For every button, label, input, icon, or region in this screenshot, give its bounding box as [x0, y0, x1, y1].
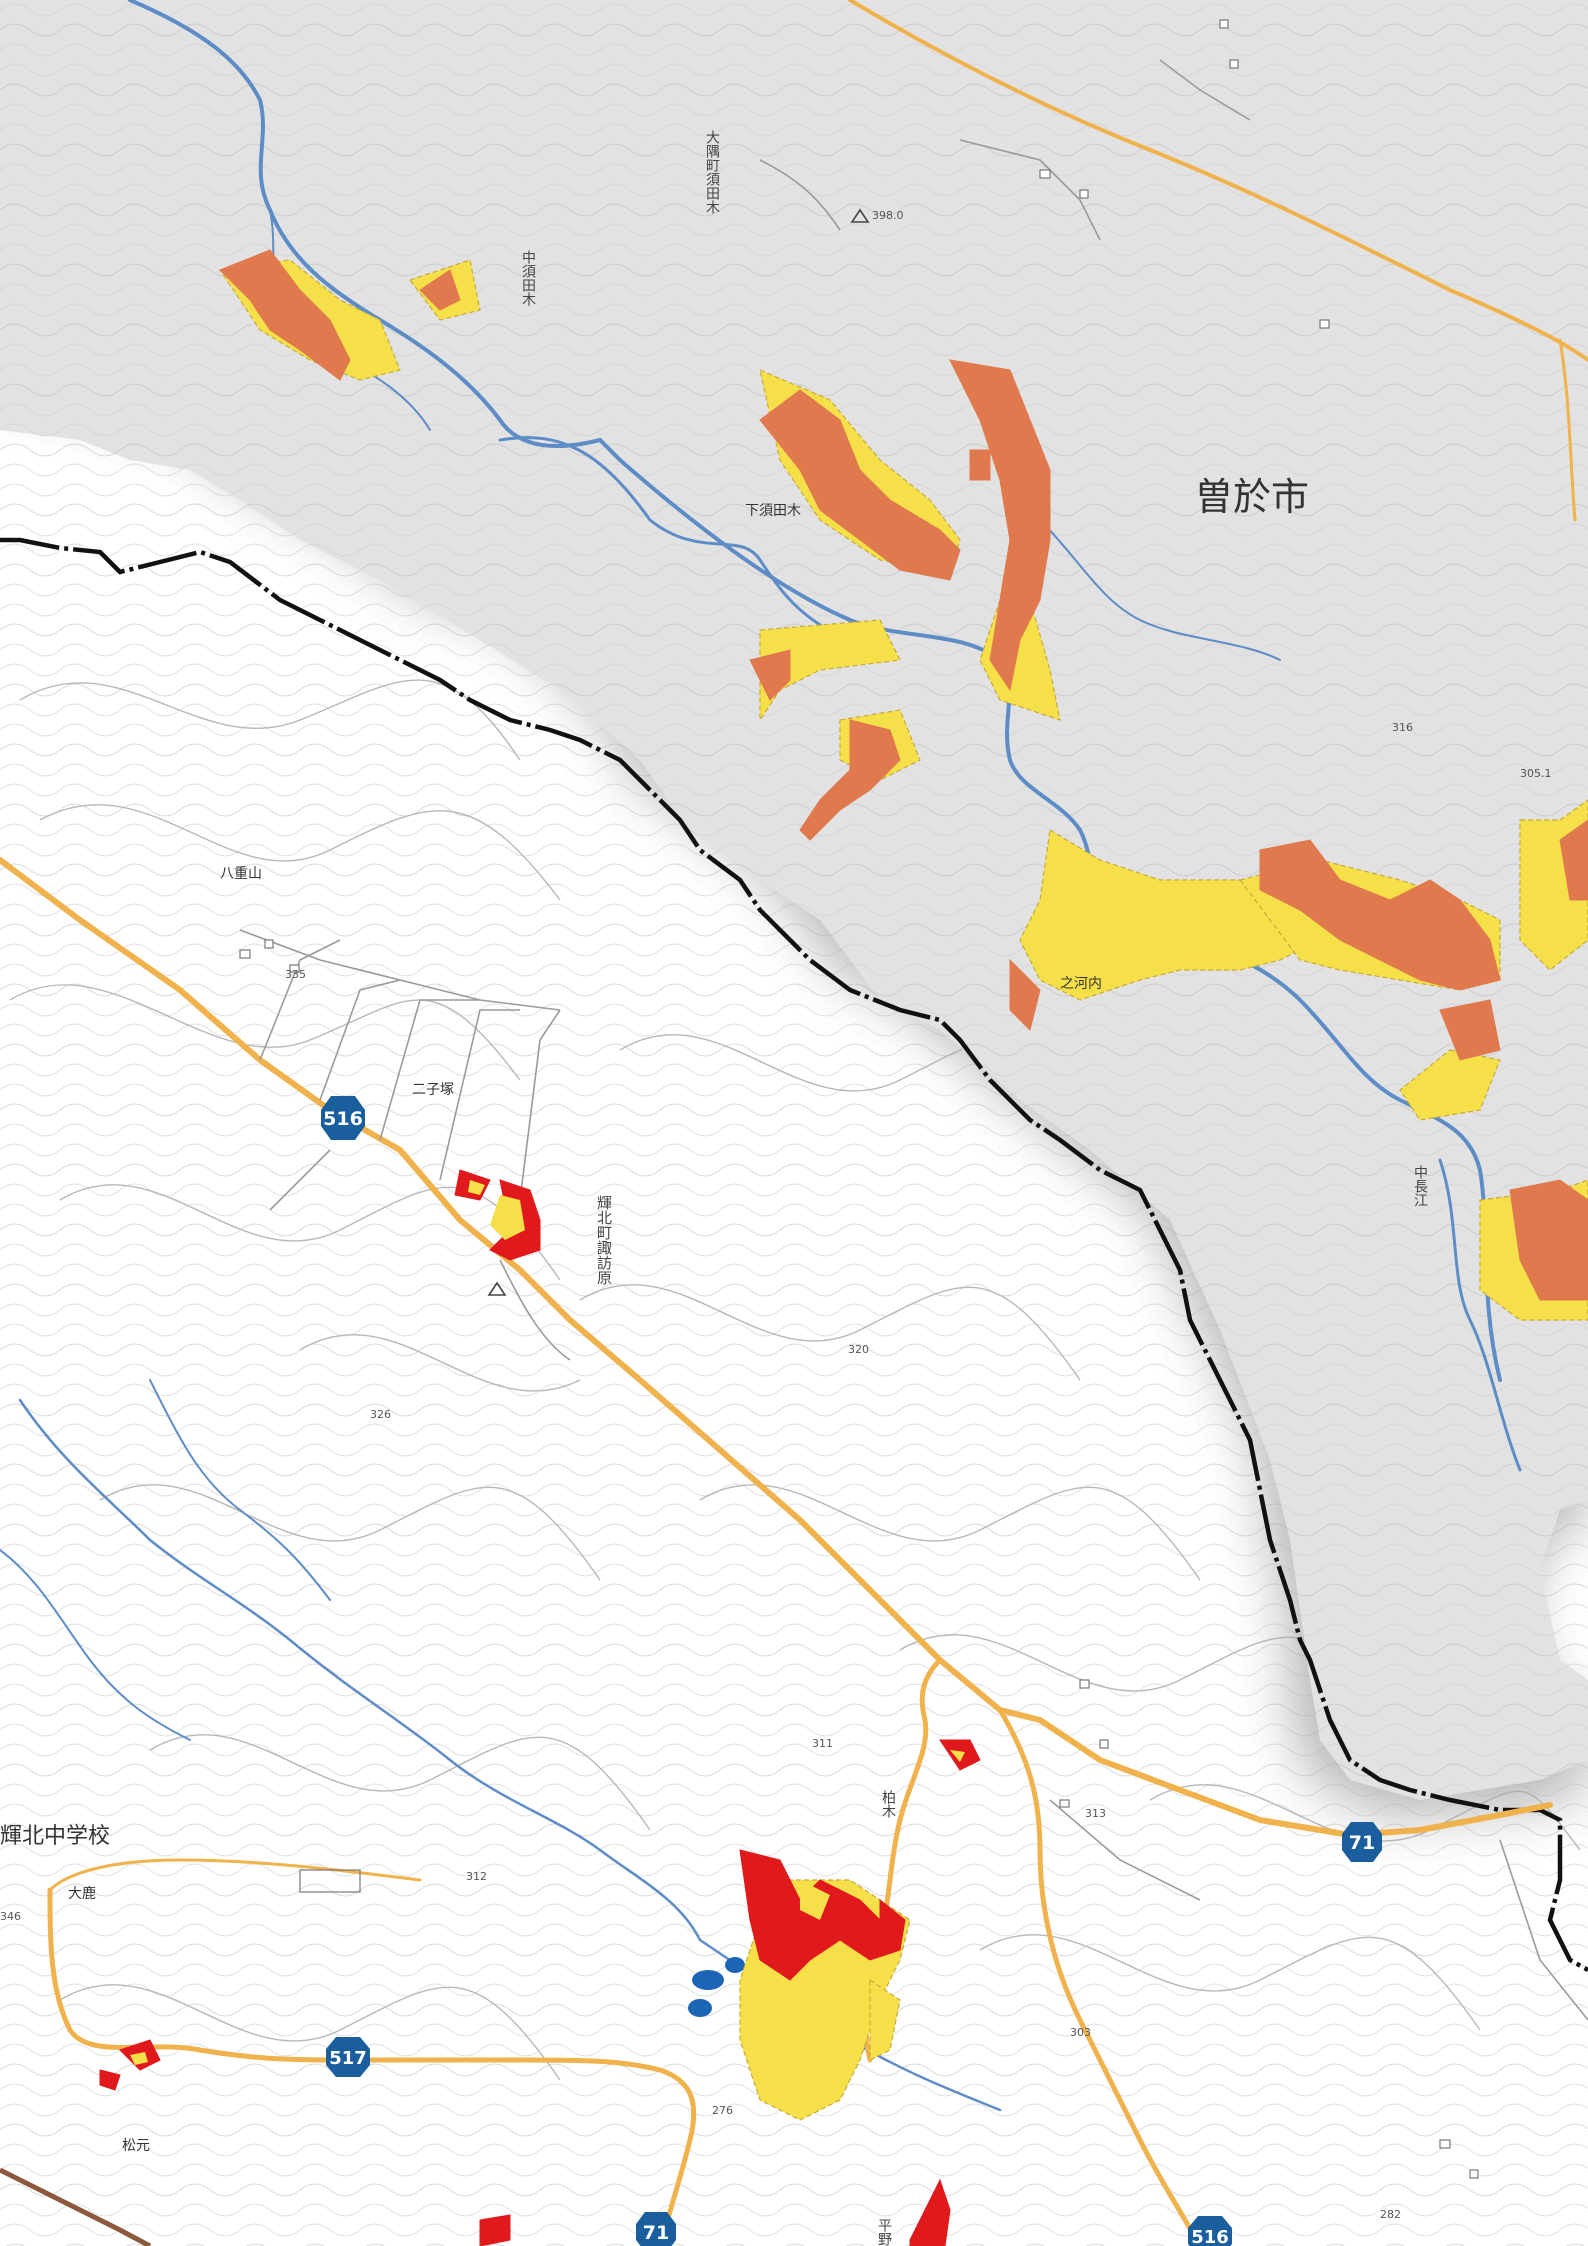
- place-label-yaeyama: 八重山: [220, 866, 262, 882]
- place-label-hirano: 平野: [876, 2218, 892, 2246]
- route-number-71: 71: [1349, 1832, 1375, 1854]
- route-number-516: 516: [323, 1108, 363, 1130]
- elevation-320: 320: [848, 1343, 869, 1356]
- outside-area-contours: [0, 0, 1588, 1800]
- place-label-shimo-sudaki: 下須田木: [745, 503, 801, 519]
- elevation-335: 335: [285, 968, 306, 981]
- minor-roads: [239, 59, 1588, 2021]
- route-number-516-bottom: 516: [1191, 2227, 1229, 2246]
- route-number-71-bottom: 71: [643, 2222, 669, 2244]
- route-shield-71: 71: [1342, 1822, 1382, 1862]
- place-label-matsumoto: 松元: [122, 2138, 150, 2154]
- elevation-398: 398.0: [872, 209, 904, 222]
- place-label-kihoku-suwabaru: 輝北町諏訪原: [595, 1195, 613, 1285]
- place-label-kashiwagi: 柏木: [880, 1790, 896, 1818]
- elevation-282: 282: [1380, 2208, 1401, 2221]
- route-number-517: 517: [329, 2048, 367, 2069]
- elevation-346: 346: [0, 1910, 21, 1923]
- school-label: 輝北中学校: [0, 1824, 110, 1849]
- hazard-zone-yellow-inner: [130, 1180, 965, 2065]
- hazard-zone-orange: [219, 249, 1588, 1301]
- city-label: 曽於市: [1195, 475, 1309, 519]
- elevation-312: 312: [466, 1870, 487, 1883]
- municipal-boundary: [0, 537, 1588, 1972]
- elevation-305: 305.1: [1520, 767, 1552, 780]
- place-label-osumi-sudaki: 大隅町須田木: [704, 130, 720, 214]
- route-shield-517: 517: [326, 2037, 370, 2077]
- road-bottom-left: [0, 2167, 152, 2246]
- elevation-311: 311: [812, 1737, 833, 1750]
- route-shield-516-bottom: 516: [1188, 2216, 1232, 2246]
- buildings: [239, 19, 1479, 2179]
- ponds: [688, 1957, 745, 2017]
- route-shield-71-bottom: 71: [636, 2212, 676, 2246]
- elevation-303: 303: [1070, 2026, 1091, 2039]
- place-label-nakanagae: 中長江: [1412, 1165, 1428, 1207]
- rivers: [0, 0, 1522, 2112]
- place-label-nokawauchi: 之河内: [1060, 976, 1102, 992]
- elevation-313: 313: [1085, 1807, 1106, 1820]
- elevation-labels: 398.0 316 305.1 320 326 311 313 312 303 …: [0, 209, 1552, 2221]
- triangulation-points: [487, 208, 870, 1296]
- elevation-276: 276: [712, 2104, 733, 2117]
- place-label-futagozuka: 二子塚: [412, 1082, 454, 1098]
- place-label-oshika: 大鹿: [68, 1885, 96, 1902]
- elevation-316: 316: [1392, 721, 1413, 734]
- place-label-naka-sudaki: 中須田木: [520, 250, 536, 306]
- elevation-326: 326: [370, 1408, 391, 1421]
- route-shield-516: 516: [321, 1096, 365, 1140]
